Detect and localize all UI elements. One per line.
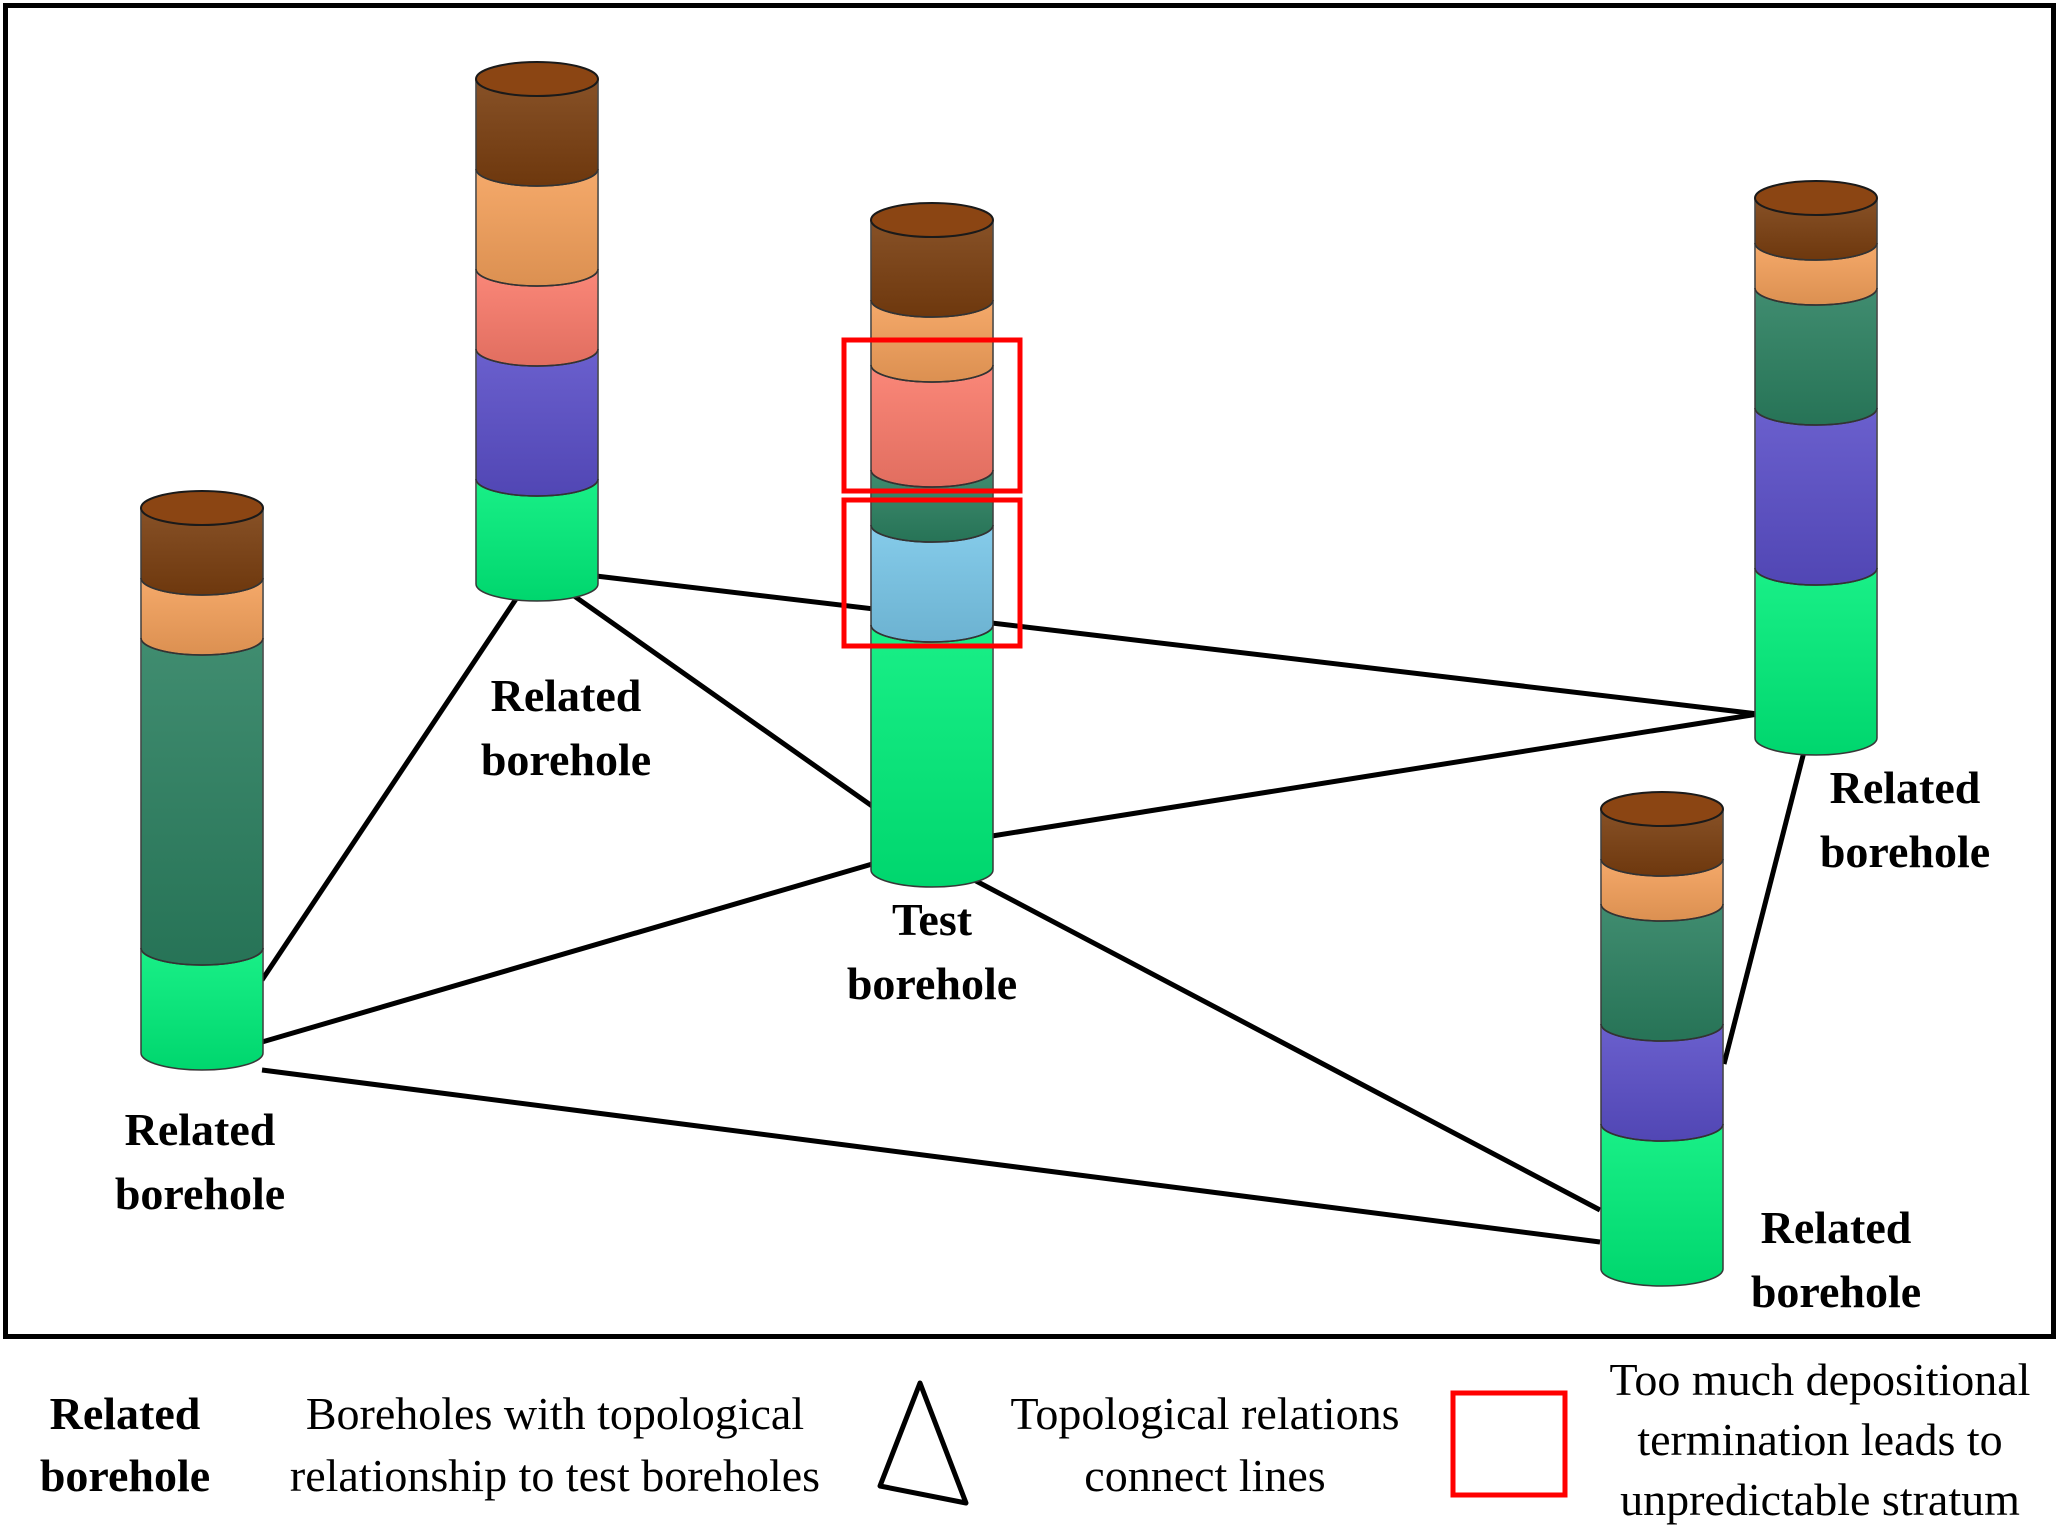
topology-line-test-to-related-bottom-right [938, 859, 1602, 1213]
legend-topological-lines-description: Topological relations connect lines [1010, 1388, 1400, 1501]
stratum-boundary [1754, 242, 1878, 261]
stratum-boundary [140, 947, 264, 966]
borehole-related-bottom-right [1600, 791, 1724, 1287]
topology-line-related-top-left-to-related-left [259, 588, 525, 982]
borehole-test [870, 202, 994, 888]
legend-related-borehole-description: Boreholes with topological relationship … [289, 1388, 821, 1501]
stratum-boundary [870, 524, 994, 543]
termination-highlights [841, 337, 1023, 649]
stratum-boundary [1600, 903, 1724, 922]
topology-line-related-top-left-to-test [558, 583, 874, 809]
borehole-label-related-top-left: Related borehole [480, 670, 652, 785]
topology-line-related-left-to-related-bottom-right [261, 1067, 1601, 1245]
stratum-shading [1601, 1024, 1723, 1141]
stratum-boundary [1600, 1123, 1724, 1142]
stratum-boundary [140, 577, 264, 596]
stratum-shading [141, 948, 263, 1070]
stratum-shading [476, 349, 598, 496]
termination-highlight-gravel_blue [841, 497, 1023, 649]
borehole-top-cap [140, 490, 264, 526]
stratum-shading [871, 525, 993, 642]
stratum-shading [1601, 904, 1723, 1041]
borehole-top-cap [1600, 791, 1724, 827]
topology-line-related-top-left-to-related-right [595, 573, 1759, 717]
termination-highlight-clay [841, 337, 1023, 494]
legend-related-borehole-title: Related borehole [39, 1388, 211, 1501]
stratum-boundary [475, 168, 599, 187]
borehole-label-related-right: Related borehole [1819, 762, 1991, 877]
stratum-shading [871, 470, 993, 542]
borehole-related-right [1754, 180, 1878, 756]
stratum-shading [476, 79, 598, 186]
topology-line-related-right-to-related-bottom-right [1721, 743, 1809, 1065]
stratum-shading [1601, 1124, 1723, 1286]
legend-icons [877, 1380, 1568, 1506]
stratum-boundary [1600, 858, 1724, 877]
borehole-related-top-left [475, 61, 599, 602]
stratum-boundary [475, 348, 599, 367]
stratum-shading [476, 269, 598, 366]
topology-line-test-to-related-right [991, 711, 1759, 839]
stratum-shading [141, 638, 263, 965]
stratum-shading [1755, 288, 1877, 425]
stratum-shading [871, 365, 993, 487]
borehole-label-related-bottom-right: Related borehole [1750, 1202, 1922, 1317]
stratum-boundary [1600, 1023, 1724, 1042]
stratum-boundary [1754, 567, 1878, 586]
stratum-boundary [870, 469, 994, 488]
borehole-top-cap [1754, 180, 1878, 216]
borehole-top-cap [870, 202, 994, 238]
borehole-cylinders [140, 61, 1878, 1287]
stratum-shading [141, 508, 263, 595]
stratum-shading [1755, 408, 1877, 585]
borehole-label-related-left: Related borehole [114, 1104, 286, 1219]
stratum-shading [476, 169, 598, 286]
borehole-top-cap [475, 61, 599, 97]
stratum-shading [871, 220, 993, 317]
stratum-boundary [1754, 407, 1878, 426]
diagram-frame [3, 3, 2056, 1339]
borehole-related-left [140, 490, 264, 1071]
triangle-icon [877, 1380, 969, 1506]
stratum-boundary [1754, 287, 1878, 306]
stratum-shading [1601, 809, 1723, 876]
topology-lines [259, 573, 1809, 1245]
stratum-boundary [870, 624, 994, 643]
stratum-boundary [870, 364, 994, 383]
legend-depositional-termination-description: Too much depositional termination leads … [1609, 1354, 2031, 1525]
red-square-icon [1450, 1390, 1568, 1498]
stratum-shading [1755, 568, 1877, 755]
borehole-label-test: Test borehole [846, 894, 1018, 1009]
stratum-boundary [870, 299, 994, 318]
stratum-boundary [475, 478, 599, 497]
stratum-shading [871, 625, 993, 887]
topology-line-test-to-related-left [261, 857, 887, 1045]
stratum-boundary [475, 268, 599, 287]
stratum-shading [476, 479, 598, 601]
stratum-shading [141, 578, 263, 655]
stratum-boundary [140, 637, 264, 656]
